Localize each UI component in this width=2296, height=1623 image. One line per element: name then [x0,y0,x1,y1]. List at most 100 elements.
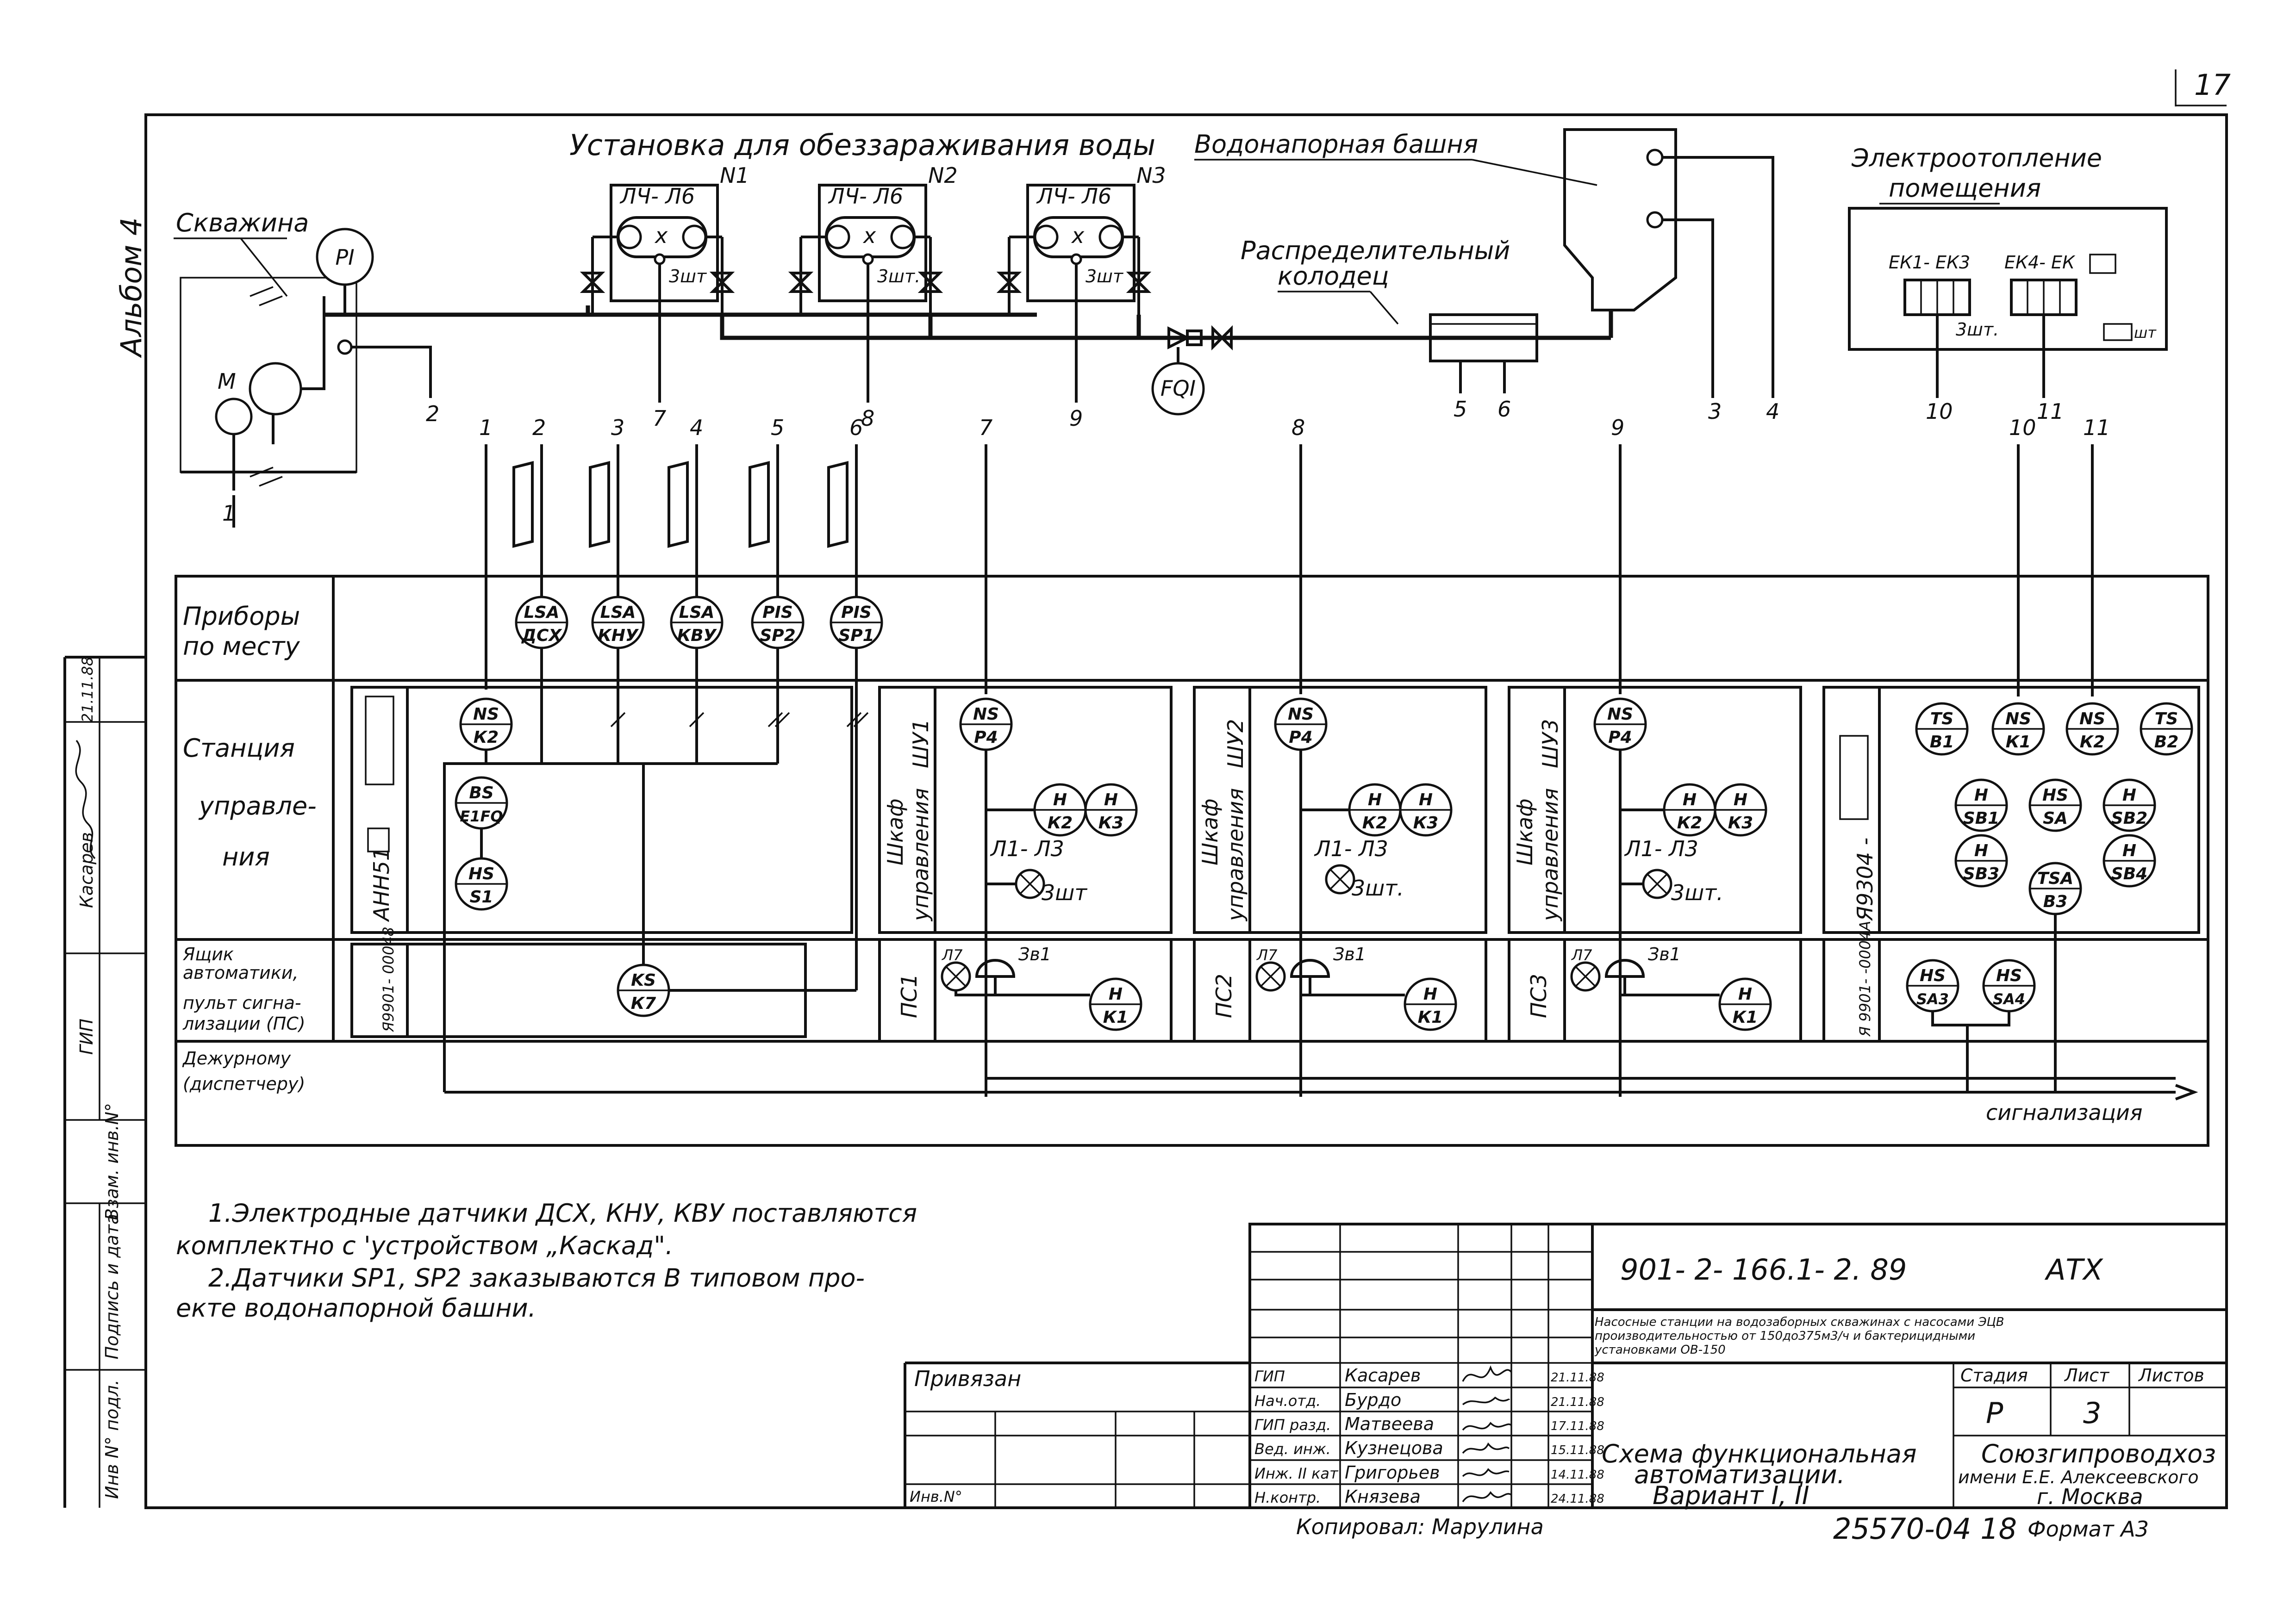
note-line-2: комплектно с 'устройством „Каскад". [176,1231,673,1260]
copied-by: Копировал: Марулина [1296,1514,1544,1539]
box-a-code: Я9901- 00048 [380,927,397,1032]
box-a-k7: К7 [631,994,656,1013]
signal-panels: ПС1 ПС2 ПС3 Я 9901- -0004А [878,921,1881,1041]
line-num-4: 4 [1766,399,1779,424]
desc-line-2: производительностью от 150до375м3/ч и ба… [1595,1329,1975,1343]
hs-hssa-bot: SA [2043,809,2068,828]
hs-hssa-top: HS [2042,786,2068,805]
hs-hsb4-top: H [2122,841,2136,860]
note-line-3: 2.Датчики SP1, SP2 заказываются В типово… [208,1263,865,1293]
staff-role-6: Н.контр. [1254,1489,1321,1506]
tower-title: Водонапорная башня [1194,130,1478,159]
motor-symbol [215,398,253,435]
hs-hs3-top: HS [1920,966,1946,985]
staff-role-1: ГИП [1254,1368,1285,1385]
hs-ns2-bot: К2 [2080,733,2105,752]
side-signature [75,740,96,859]
fqi-meter [1151,362,1205,416]
col-num-3: 3 [611,415,624,440]
staff-role-2: Нач.отд. [1254,1392,1321,1410]
hs-hsb3-bot: SB3 [1963,864,1999,883]
doc-mark: АТХ [2044,1253,2103,1287]
cab2-qty: 3шт. [1352,876,1404,901]
staff-name-5: Григорьев [1345,1462,1440,1483]
note-line-1: 1.Электродные датчики ДСХ, КНУ, КВУ пост… [208,1199,917,1228]
uv1-num: N1 [720,163,749,188]
col-num-1: 1 [479,415,493,440]
station-a-hs-top: HS [468,864,494,883]
heater-ek1: ЕК1- ЕК3 [1889,252,1970,273]
hs-hsb2-bot: SB2 [2111,809,2147,828]
hs-hsb3-top: H [1974,841,1988,860]
sheets-header: Листов [2138,1365,2204,1386]
row-field-1: Приборы [183,602,300,631]
row-box-3: пульт сигна- [183,993,301,1013]
cab2-h2: H [1419,790,1433,809]
station-a-code: АНН51 [369,847,394,922]
inv-label: Инв.N° [910,1488,962,1505]
cab3-h2: H [1734,790,1747,809]
ps3-label: ПС3 [1526,974,1551,1018]
heating-station: Я9304 - TS В1 NS К1 NS К2 TS В2 H SB1 HS… [1822,686,2200,1092]
ps2-h: H [1423,985,1437,1004]
cab2-lamps: Л1- Л3 [1314,836,1388,861]
cab3-k2: К2 [1677,814,1702,833]
staff-name-1: Касарев [1345,1365,1421,1386]
station-a-ns-bot: К2 [474,728,499,747]
fi-pis-sp2-bot: SP2 [760,626,795,645]
signal-label: сигнализация [1986,1100,2142,1125]
fi-pis-sp1-bot: SP1 [838,626,874,645]
fi-lsa-kvu-top: LSA [679,603,715,622]
col-num-6: 6 [849,415,863,440]
cab2-ns: NS [1288,705,1314,724]
signatures [1462,1365,1512,1503]
hs-hsb1-top: H [1974,786,1988,805]
ps1: Л7 Зв1 H К1 [941,750,1142,1097]
hs-signal-box: HS SA3 HS SA4 [1906,959,2036,1092]
sheet-value: 3 [2083,1396,2101,1430]
ps3-k1: К1 [1733,1008,1758,1027]
fqi-label: FQI [1160,376,1196,401]
hs-ts2-bot: В2 [2154,733,2179,752]
hs-ts1-top: TS [1930,709,1953,728]
cab3-k3: К3 [1728,814,1753,833]
cab3-code: ШУ3 [1538,719,1563,769]
staff-date-4: 15.11.88 [1551,1443,1604,1457]
line-num-6: 6 [1497,397,1511,422]
valves [580,272,1233,351]
col-num-7: 7 [979,415,992,440]
drawing-frame [144,113,2228,1509]
side-sign-date: Подпись и дата [102,1214,122,1360]
ps2-zv: Зв1 [1333,944,1366,964]
ps3: Л7 Зв1 H К1 [1570,750,1772,1097]
notes: 1.Электродные датчики ДСХ, КНУ, КВУ пост… [176,1199,917,1323]
cab2-label2: управления [1223,788,1248,922]
fi-lsa-knu-bot: КНУ [598,626,639,645]
uv-unit-3: ЛЧ- Л6 N3 x 3шт 9 [1008,163,1166,431]
station-a-hs-bot: S1 [470,888,493,907]
line-num-2: 2 [426,401,439,426]
sheet-header: Лист [2064,1365,2110,1386]
hs-cabinet: Я9304 - [1853,838,1878,921]
hs-hs3-bot: SA3 [1916,990,1949,1008]
title-block: Привязан Инв.N° ГИП Касарев 21.11.88 Нач… [904,1223,2228,1510]
station-a-bs-top: BS [469,784,493,802]
uv3-lamp: ЛЧ- Л6 [1036,184,1111,209]
cab3-p: Р4 [1608,728,1632,747]
col-num-8: 8 [1292,415,1305,440]
cab2-p: Р4 [1289,728,1312,747]
hs-ts1-bot: В1 [1930,733,1954,752]
cab2-label1: Шкаф [1198,799,1223,866]
uv2-qty: 3шт. [877,266,920,286]
col-num-9: 9 [1611,415,1624,440]
row-station-1: Станция [183,734,295,763]
ps2-k1: К1 [1418,1008,1443,1027]
uv-unit-1: ЛЧ- Л6 N1 x 3шт 7 [591,163,749,431]
drawing-title-1: Схема функциональная [1602,1439,1916,1468]
cab1-code: ШУ1 [908,719,933,769]
doc-code: 901- 2- 166.1- 2. 89 [1620,1253,1907,1287]
station-a-ns-top: NS [473,705,499,724]
line-num-5: 5 [1454,397,1467,422]
uv2-line-num: 8 [861,406,874,431]
archive-number: 25570-04 18 [1833,1512,2017,1546]
